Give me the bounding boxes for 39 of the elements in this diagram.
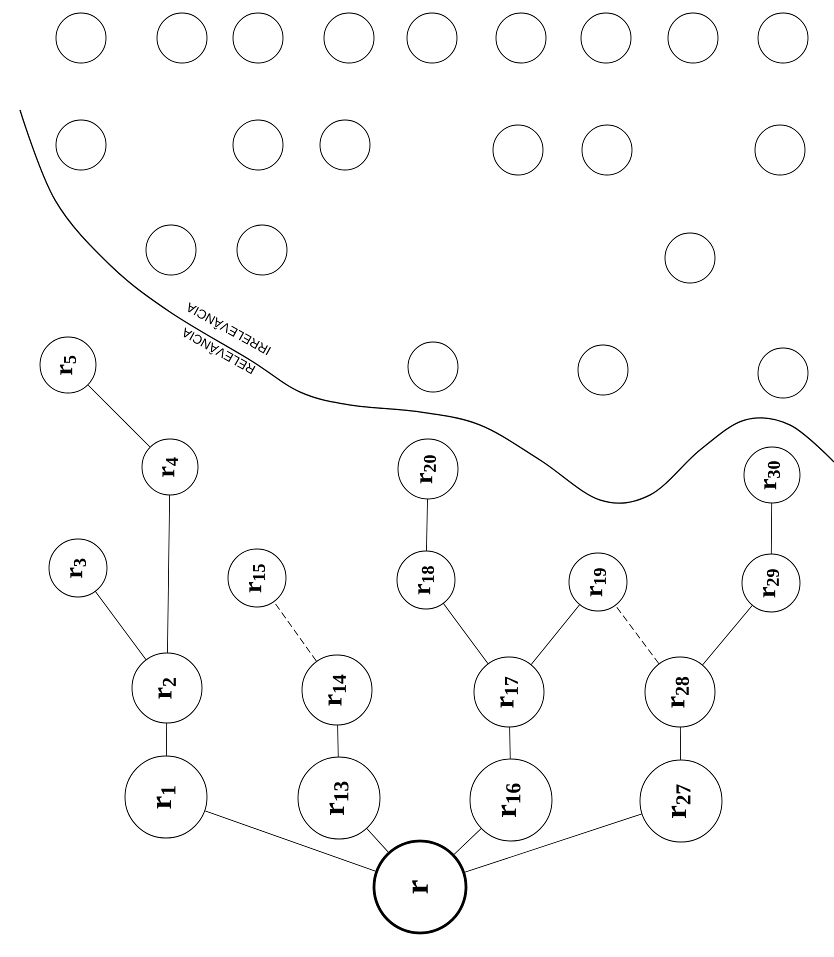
empty-circle: [664, 232, 716, 284]
connector-line: [95, 591, 146, 660]
connector-line: [680, 727, 682, 760]
connector-line: [615, 605, 660, 664]
connector-line: [166, 723, 168, 756]
empty-circle: [754, 124, 806, 176]
empty-circle: [668, 12, 718, 64]
empty-circle: [324, 12, 374, 64]
connector-line: [443, 603, 488, 664]
empty-circle: [408, 342, 458, 392]
empty-circle: [580, 12, 632, 64]
connector-line: [464, 814, 642, 873]
connector-line: [454, 828, 482, 855]
empty-circle: [758, 12, 808, 64]
connector-line: [530, 604, 580, 665]
connector-line: [366, 828, 388, 852]
empty-circle: [232, 120, 284, 170]
empty-circle: [582, 124, 632, 176]
empty-circle: [56, 12, 106, 64]
empty-circle: [492, 124, 544, 176]
empty-circle: [406, 12, 458, 64]
connector-line: [337, 725, 339, 757]
connector-line: [167, 495, 170, 653]
connector-line: [702, 605, 753, 666]
connector-line: [88, 384, 150, 448]
empty-circle: [56, 120, 106, 170]
empty-circle: [146, 224, 196, 276]
empty-circle: [578, 344, 628, 396]
empty-circle: [496, 12, 546, 64]
empty-circle: [232, 12, 284, 64]
empty-circle: [758, 348, 808, 398]
connector-line: [426, 499, 428, 551]
connector-line: [274, 602, 317, 662]
connector-line: [770, 503, 772, 554]
empty-circle: [320, 120, 370, 170]
empty-circle: [236, 224, 288, 276]
empty-circle: [156, 12, 208, 64]
connector-line: [509, 727, 511, 759]
connector-line: [204, 810, 376, 872]
